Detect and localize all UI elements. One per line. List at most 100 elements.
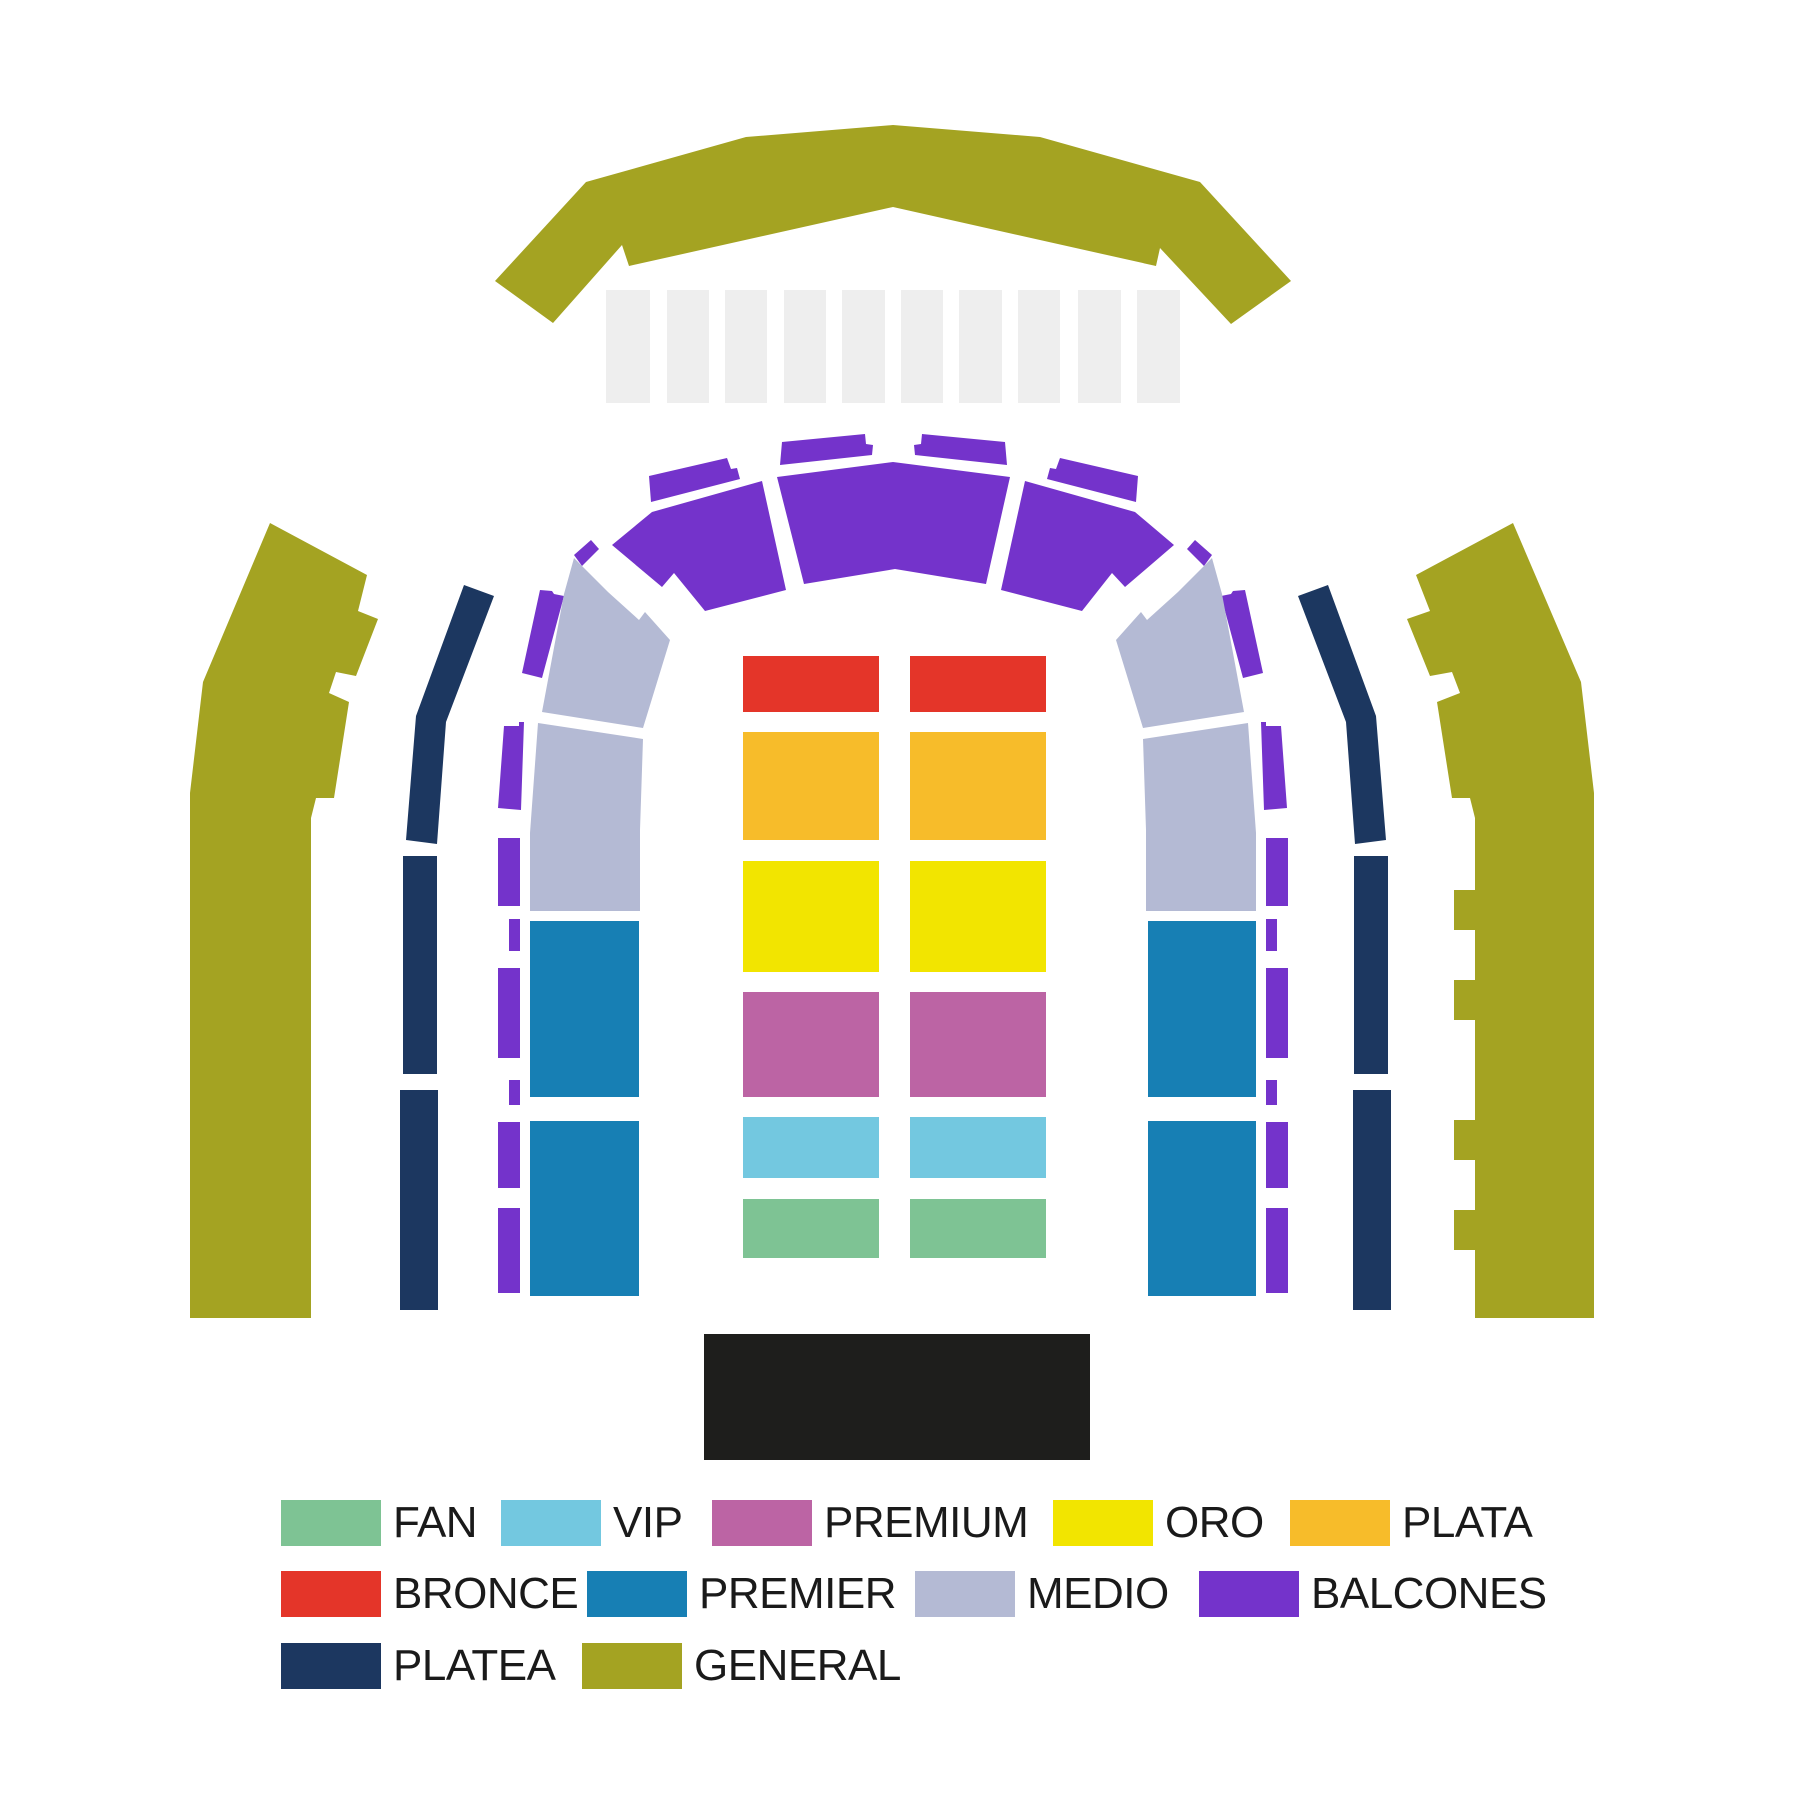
oro-right[interactable] [910,861,1046,972]
balcones-box[interactable] [1221,590,1263,678]
fan-left[interactable] [743,1199,879,1258]
vip-right[interactable] [910,1117,1046,1178]
premier-right-upper[interactable] [1148,921,1256,1097]
balcones-box[interactable] [1266,1122,1288,1188]
platea-left-lower[interactable] [400,1090,438,1310]
premium-left[interactable] [743,992,879,1097]
medio-right-upper[interactable] [1116,558,1244,728]
plata-right[interactable] [910,732,1046,840]
legend-label-platea: PLATEA [393,1641,556,1690]
legend-item-general[interactable]: GENERAL [582,1643,901,1689]
legend-item-plata[interactable]: PLATA [1290,1498,1533,1547]
premier-left-upper[interactable] [530,921,639,1097]
premium-right[interactable] [910,992,1046,1097]
balcones-box[interactable] [498,722,524,810]
unavailable-block [1018,290,1060,403]
balcones-main-2[interactable] [777,462,1010,584]
balcones-box[interactable] [649,458,740,502]
section-balcones [498,434,1288,1293]
legend-item-premier[interactable]: PREMIER [587,1571,896,1617]
platea-right-lower[interactable] [1353,1090,1391,1310]
stage [704,1334,1090,1460]
legend-item-premium[interactable]: PREMIUM [712,1498,1029,1547]
legend-swatch-premier [587,1571,687,1617]
section-general [190,125,1594,1318]
platea-left-upper[interactable] [406,585,494,844]
legend-swatch-oro [1053,1500,1153,1546]
legend-label-bronce: BRONCE [393,1569,579,1618]
balcones-box[interactable] [1047,458,1138,502]
balcones-box[interactable] [498,968,520,1058]
legend-label-vip: VIP [613,1498,683,1547]
unavailable-block [1137,290,1180,403]
legend-swatch-platea [281,1643,381,1689]
balcones-main-1[interactable] [612,481,786,611]
vip-left[interactable] [743,1117,879,1178]
legend-swatch-fan [281,1500,381,1546]
bronce-right[interactable] [910,656,1046,712]
balcones-box[interactable] [1266,919,1277,951]
balcones-box[interactable] [509,919,520,951]
legend-label-premium: PREMIUM [824,1498,1029,1547]
legend-swatch-balcones [1199,1571,1299,1617]
legend-item-bronce[interactable]: BRONCE [281,1569,579,1618]
general-top[interactable] [495,125,1291,324]
floor-sections [743,656,1046,1258]
legend-swatch-plata [1290,1500,1390,1546]
legend-label-premier: PREMIER [699,1569,896,1618]
legend-swatch-medio [915,1571,1015,1617]
legend-item-fan[interactable]: FAN [281,1498,478,1547]
bronce-left[interactable] [743,656,879,712]
balcones-box[interactable] [1266,1208,1288,1293]
balcones-box[interactable] [780,434,873,465]
unavailable-block [725,290,767,403]
legend-item-oro[interactable]: ORO [1053,1500,1264,1546]
balcones-main-3[interactable] [1001,481,1174,611]
balcones-box[interactable] [914,434,1007,465]
medio-left-lower[interactable] [530,723,643,911]
legend-swatch-premium [712,1500,812,1546]
legend-item-balcones[interactable]: BALCONES [1199,1571,1547,1617]
platea-right-middle[interactable] [1354,856,1388,1074]
platea-right-upper[interactable] [1298,585,1386,844]
section-unavailable [606,290,1180,403]
platea-left-middle[interactable] [403,856,437,1074]
balcones-box[interactable] [1266,968,1288,1058]
balcones-box[interactable] [509,1080,520,1105]
unavailable-block [667,290,709,403]
legend-item-vip[interactable]: VIP [501,1498,683,1547]
general-right[interactable] [1407,523,1594,1318]
legend-label-plata: PLATA [1402,1498,1533,1547]
balcones-box[interactable] [498,1208,520,1293]
oro-left[interactable] [743,861,879,972]
legend-swatch-bronce [281,1571,381,1617]
premier-right-lower[interactable] [1148,1121,1256,1296]
premier-left-lower[interactable] [530,1121,639,1296]
fan-right[interactable] [910,1199,1046,1258]
unavailable-block [842,290,885,403]
unavailable-block [1078,290,1121,403]
legend-item-platea[interactable]: PLATEA [281,1641,556,1690]
balcones-box[interactable] [574,540,599,566]
balcones-box[interactable] [498,838,520,906]
unavailable-block [901,290,943,403]
balcones-box[interactable] [1266,838,1288,906]
section-platea [400,585,1391,1310]
legend-label-balcones: BALCONES [1311,1569,1547,1618]
section-premier [530,921,1256,1296]
balcones-box[interactable] [1261,722,1287,810]
balcones-box[interactable] [522,590,564,678]
balcones-box[interactable] [1266,1080,1277,1105]
medio-left-upper[interactable] [542,558,670,728]
plata-left[interactable] [743,732,879,840]
unavailable-block [959,290,1002,403]
balcones-box[interactable] [1187,540,1212,566]
legend-label-fan: FAN [393,1498,478,1547]
legend-swatch-vip [501,1500,601,1546]
medio-right-lower[interactable] [1143,723,1256,911]
balcones-box[interactable] [498,1122,520,1188]
legend-item-medio[interactable]: MEDIO [915,1571,1169,1617]
general-left[interactable] [190,523,378,1318]
